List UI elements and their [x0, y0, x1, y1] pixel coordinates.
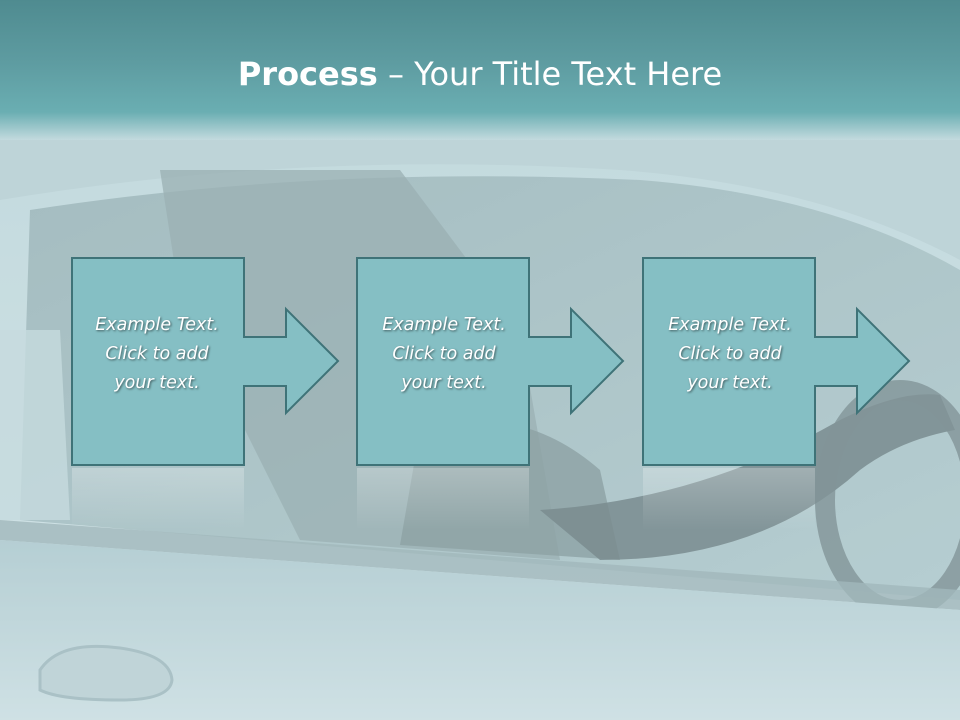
step-1-line-3: your text. [114, 373, 200, 393]
process-step-1[interactable] [71, 257, 340, 530]
step-2-reflection [357, 468, 529, 530]
step-2-line-3: your text. [401, 373, 487, 393]
step-1-text[interactable]: Example Text. Click to add your text. [70, 311, 244, 398]
step-2-shape [356, 257, 625, 466]
process-step-3[interactable] [642, 257, 911, 530]
title-bold-text: Process [237, 55, 378, 93]
title-rest-text: – Your Title Text Here [377, 55, 723, 93]
slide-title[interactable]: Process – Your Title Text Here [0, 52, 960, 96]
step-1-shape [71, 257, 340, 466]
step-3-reflection [643, 468, 815, 530]
step-3-line-3: your text. [687, 373, 773, 393]
step-1-line-1: Example Text. [95, 315, 219, 335]
step-3-line-2: Click to add [678, 344, 782, 364]
step-1-reflection [72, 468, 244, 530]
step-3-line-1: Example Text. [668, 315, 792, 335]
step-2-line-2: Click to add [392, 344, 496, 364]
title-band [0, 0, 960, 140]
step-3-text[interactable]: Example Text. Click to add your text. [643, 311, 817, 398]
step-3-shape [642, 257, 911, 466]
process-step-2[interactable] [356, 257, 625, 530]
step-1-line-2: Click to add [105, 344, 209, 364]
step-2-line-1: Example Text. [382, 315, 506, 335]
step-2-text[interactable]: Example Text. Click to add your text. [357, 311, 531, 398]
